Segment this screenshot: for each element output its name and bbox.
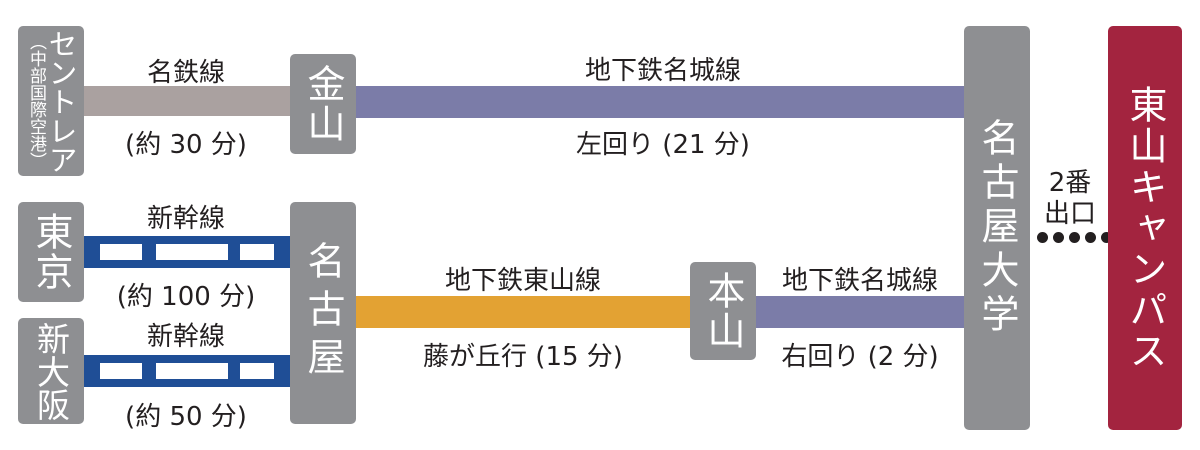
higashiyama-campus: 東山キャンパス xyxy=(1108,26,1182,430)
label-meijo-right-time: 右回り (2 分) xyxy=(781,342,939,372)
label-meijo-left-name: 地下鉄名城線 xyxy=(584,56,742,86)
station-centrair-sub: （中部国際空港） xyxy=(26,33,46,169)
station-shinosaka: 新大阪 xyxy=(18,318,84,424)
label-meitetsu-name: 名鉄線 xyxy=(146,58,226,88)
station-centrair-name: セントレア xyxy=(44,28,78,174)
higashiyama-campus-name: 東山キャンパス xyxy=(1123,84,1167,372)
label-meitetsu-time: (約 30 分) xyxy=(125,130,247,160)
station-nagoya-university-name: 名古屋大学 xyxy=(975,118,1019,338)
station-kanayama-name: 金山 xyxy=(301,64,345,144)
station-motoyama: 本山 xyxy=(690,262,756,360)
label-shinkansen-osaka-time: (約 50 分) xyxy=(125,402,247,432)
label-meijo-right-name: 地下鉄名城線 xyxy=(781,266,939,296)
exit-word: 出口 xyxy=(1043,198,1097,229)
label-shinkansen-tokyo-time: (約 100 分) xyxy=(116,282,256,312)
label-shinkansen-tokyo-name: 新幹線 xyxy=(146,204,226,234)
label-higashiyama-name: 地下鉄東山線 xyxy=(444,266,602,296)
station-shinosaka-name: 新大阪 xyxy=(31,321,71,421)
exit-label: 2番 出口 xyxy=(1044,168,1096,229)
station-nagoya-university: 名古屋大学 xyxy=(964,26,1030,430)
station-tokyo: 東京 xyxy=(18,202,84,302)
station-nagoya: 名古屋 xyxy=(290,202,356,424)
station-kanayama: 金山 xyxy=(290,54,356,154)
walk-path-dots xyxy=(1037,232,1112,243)
station-nagoya-name: 名古屋 xyxy=(301,241,345,385)
label-higashiyama-time: 藤が丘行 (15 分) xyxy=(423,342,623,372)
exit-number: 2番 xyxy=(1048,168,1092,198)
label-meijo-left-time: 左回り (21 分) xyxy=(576,130,750,160)
label-shinkansen-osaka-name: 新幹線 xyxy=(146,322,226,352)
line-meijo-left xyxy=(356,86,964,118)
line-meijo-right xyxy=(756,296,964,328)
station-tokyo-name: 東京 xyxy=(29,212,73,292)
line-meitetsu xyxy=(84,86,290,116)
station-centrair: セントレア （中部国際空港） xyxy=(18,26,84,176)
station-motoyama-name: 本山 xyxy=(701,271,745,351)
line-higashiyama xyxy=(356,296,690,328)
line-shinkansen-osaka xyxy=(84,355,290,387)
line-shinkansen-tokyo xyxy=(84,236,290,268)
